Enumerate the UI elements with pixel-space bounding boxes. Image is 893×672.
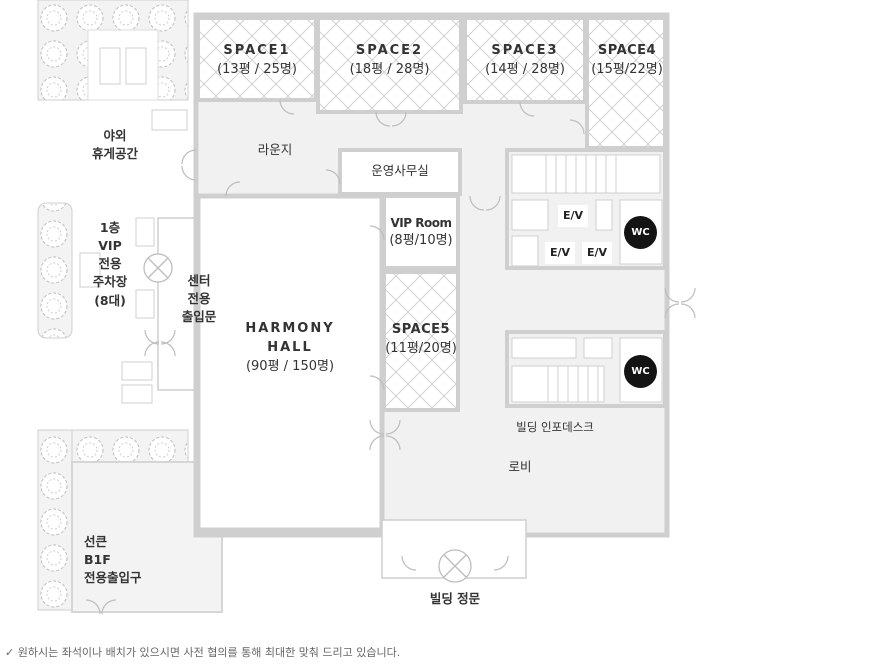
space2-room <box>316 16 463 114</box>
harmony-hall-capacity: (90평 / 150명) <box>245 358 335 374</box>
outdoor-label-2: 휴게공간 <box>91 146 138 162</box>
revolving-door-icon <box>143 253 472 583</box>
center-entrance-label-1: 센터 <box>187 273 211 288</box>
elevator-label: E/V <box>558 205 588 227</box>
outdoor-area <box>37 0 223 613</box>
elevator-label: E/V <box>582 242 612 264</box>
main-entrance-label: 빌딩 정문 <box>429 591 481 606</box>
sunken-entrance-label: 선큰 B1F 전용출입구 <box>84 533 164 587</box>
restroom-icon: WC <box>624 355 657 388</box>
parking-label-5: (8대) <box>94 292 126 308</box>
sunken-entrance-label-3: 전용출입구 <box>84 570 142 586</box>
harmony-hall-room <box>195 193 385 533</box>
space5-capacity: (11평/20명) <box>385 340 457 356</box>
space4-capacity: (15평/22명) <box>591 61 663 77</box>
office-room <box>338 148 462 196</box>
harmony-hall-name-1: HARMONY <box>245 321 335 336</box>
outdoor-label: 야외 휴게공간 <box>80 127 150 163</box>
center-entrance-label: 센터 전용 출입문 <box>174 272 224 326</box>
footnote: ✓ 원하시는 좌석이나 배치가 있으시면 사전 협의를 통해 최대한 맞춰 드리… <box>5 644 400 660</box>
space2-capacity: (18평 / 28명) <box>349 61 430 77</box>
space2-name: SPACE2 <box>355 43 424 58</box>
lounge-label: 라운지 <box>257 142 293 157</box>
outdoor-label-1: 야외 <box>103 128 127 143</box>
center-entrance-label-2: 전용 <box>187 291 211 307</box>
restroom-label: WC <box>631 366 650 377</box>
space3-label: SPACE3 (14평 / 28명) <box>465 42 585 80</box>
space5-label: SPACE5 (11평/20명) <box>381 321 461 359</box>
space3-capacity: (14평 / 28명) <box>485 61 565 77</box>
center-entrance-area <box>157 217 199 391</box>
office-label: 운영사무실 <box>371 163 429 178</box>
space3-room <box>463 16 587 104</box>
center-entrance-label-3: 출입문 <box>181 309 217 325</box>
parking-label-3: 전용 <box>98 256 122 272</box>
space4-label: SPACE4 (15평/22명) <box>585 42 669 80</box>
space1-name: SPACE1 <box>223 43 291 58</box>
space1-label: SPACE1 (13평 / 25명) <box>198 42 316 80</box>
sunken-entrance-label-2: B1F <box>84 552 111 568</box>
vip-room-capacity: (8평/10명) <box>389 233 453 249</box>
harmony-hall-label: HARMONY HALL (90평 / 150명) <box>198 320 382 377</box>
doors <box>85 99 696 615</box>
space5-room <box>382 270 460 412</box>
vip-room-name: VIP Room <box>390 216 452 230</box>
vip-room-label: VIP Room (8평/10명) <box>384 215 458 251</box>
harmony-hall-name-2: HALL <box>267 339 313 355</box>
parking-label-2: VIP <box>98 238 122 254</box>
space3-name: SPACE3 <box>491 43 559 58</box>
space1-capacity: (13평 / 25명) <box>217 61 297 77</box>
parking-label-4: 주차장 <box>92 274 128 290</box>
restroom-label: WC <box>631 227 650 238</box>
elevator-label: E/V <box>545 242 575 264</box>
space4-room <box>585 16 667 150</box>
main-entrance-vestibule <box>381 519 527 579</box>
restroom-icon: WC <box>624 216 657 249</box>
check-icon: ✓ <box>5 646 15 659</box>
space5-name: SPACE5 <box>391 322 451 337</box>
space4-name: SPACE4 <box>597 43 657 58</box>
lobby-label: 로비 <box>508 459 532 474</box>
info-desk-label: 빌딩 인포데스크 <box>516 420 594 434</box>
service-core-2 <box>505 330 667 408</box>
sunken-entrance-label-1: 선큰 <box>84 534 108 549</box>
parking-label: 1층 VIP 전용 주차장 (8대) <box>80 219 140 310</box>
vip-room <box>382 194 460 270</box>
footnote-text: 원하시는 좌석이나 배치가 있으시면 사전 협의를 통해 최대한 맞춰 드리고 … <box>17 646 401 659</box>
parking-label-1: 1층 <box>99 220 121 235</box>
space2-label: SPACE2 (18평 / 28명) <box>318 42 461 80</box>
space1-room <box>196 16 318 102</box>
